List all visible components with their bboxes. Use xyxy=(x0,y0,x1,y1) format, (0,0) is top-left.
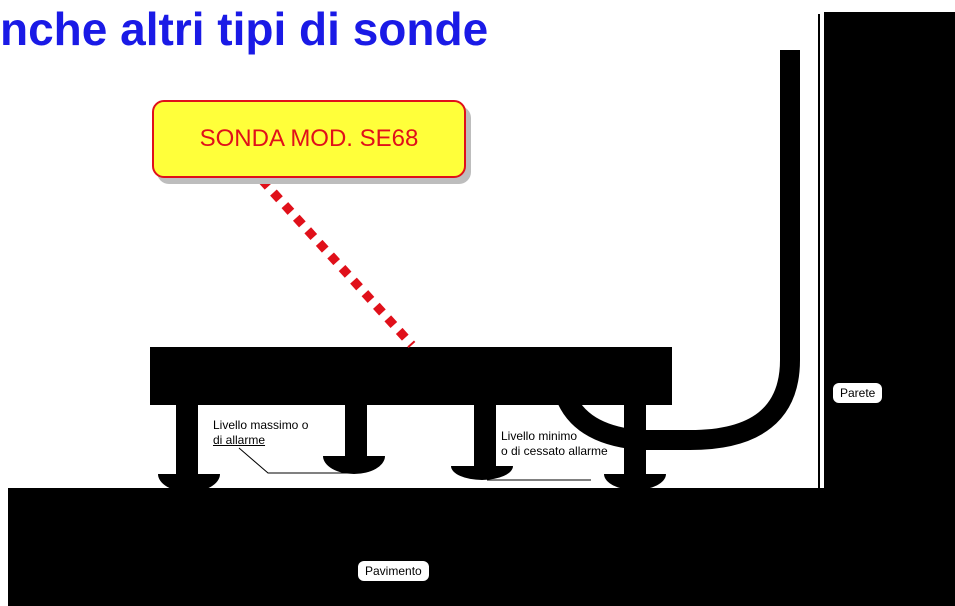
probe-body xyxy=(150,347,672,405)
slide-title: nche altri tipi di sonde xyxy=(0,3,489,55)
max-level-line1: Livello massimo o xyxy=(213,418,309,432)
min-level-line1: Livello minimo xyxy=(501,429,578,443)
electrode-1-tip xyxy=(158,474,220,492)
min-level-line2: o di cessato allarme xyxy=(501,444,608,458)
wall-block xyxy=(824,12,955,488)
max-level-line2: di allarme xyxy=(213,433,266,447)
electrode-2-tip xyxy=(323,456,385,474)
electrode-1-stem xyxy=(176,400,198,475)
probe-cable xyxy=(555,50,800,450)
electrode-3-stem xyxy=(474,400,496,468)
electrode-2-stem xyxy=(345,400,367,458)
wall-label: Parete xyxy=(833,383,883,403)
max-level-label: Livello massimo o di allarme xyxy=(213,418,308,448)
callout-pointer xyxy=(258,176,416,349)
floor-block xyxy=(8,488,955,606)
max-level-leader xyxy=(238,447,354,474)
electrode-4-stem xyxy=(624,400,646,475)
probe-model-callout: SONDA MOD. SE68 xyxy=(152,100,466,178)
electrode-3-tip xyxy=(451,466,513,480)
electrode-4-tip xyxy=(604,474,666,490)
floor-label: Pavimento xyxy=(358,561,429,581)
min-level-label: Livello minimo o di cessato allarme xyxy=(501,429,608,459)
callout-text: SONDA MOD. SE68 xyxy=(199,125,419,152)
